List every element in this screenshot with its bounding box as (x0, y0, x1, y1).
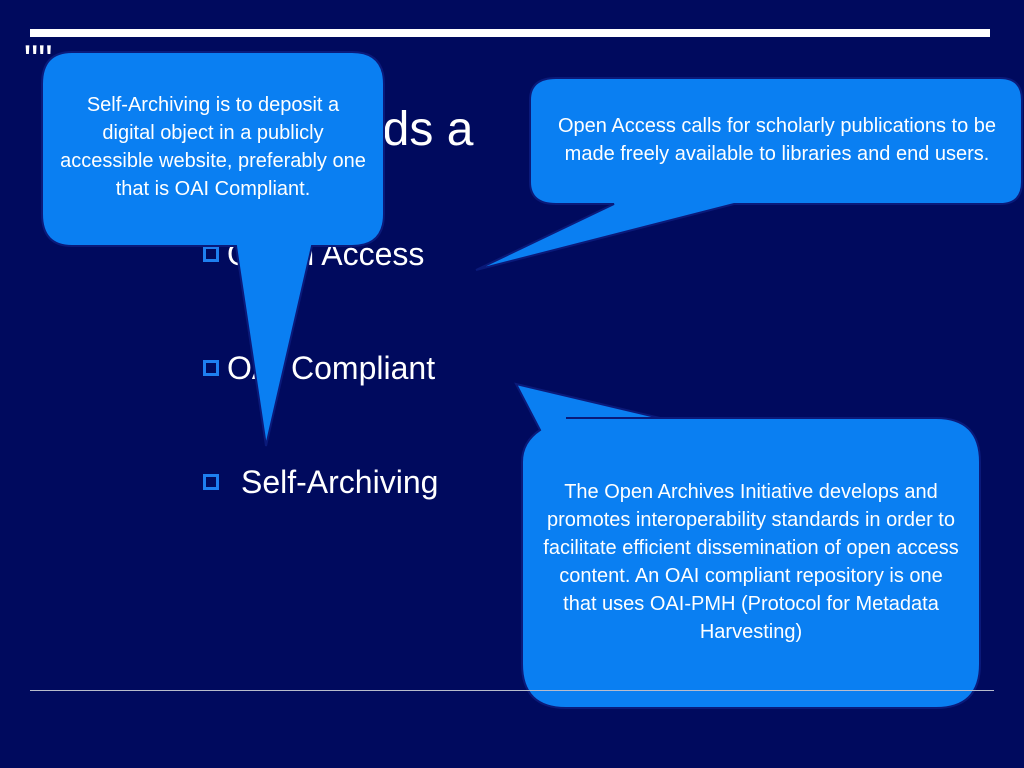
callout-open-access-shape[interactable] (475, 77, 1023, 271)
callout-self-archiving-text: Self-Archiving is to deposit a digital o… (60, 94, 366, 200)
bottom-rule (30, 690, 994, 691)
callout-oai-shape[interactable] (514, 382, 981, 709)
bullet-square-icon (203, 360, 219, 376)
callout-open-access-text: Open Access calls for scholarly publicat… (558, 115, 996, 165)
callout-oai-text: The Open Archives Initiative develops an… (543, 481, 959, 643)
bullet-label: Self-Archiving (241, 464, 439, 500)
bullet-self-archiving: Self-Archiving (203, 462, 438, 502)
bullet-square-icon (203, 246, 219, 262)
bullet-square-icon (203, 474, 219, 490)
callout-self-archiving-shape[interactable] (41, 51, 385, 447)
top-rule (30, 29, 990, 37)
